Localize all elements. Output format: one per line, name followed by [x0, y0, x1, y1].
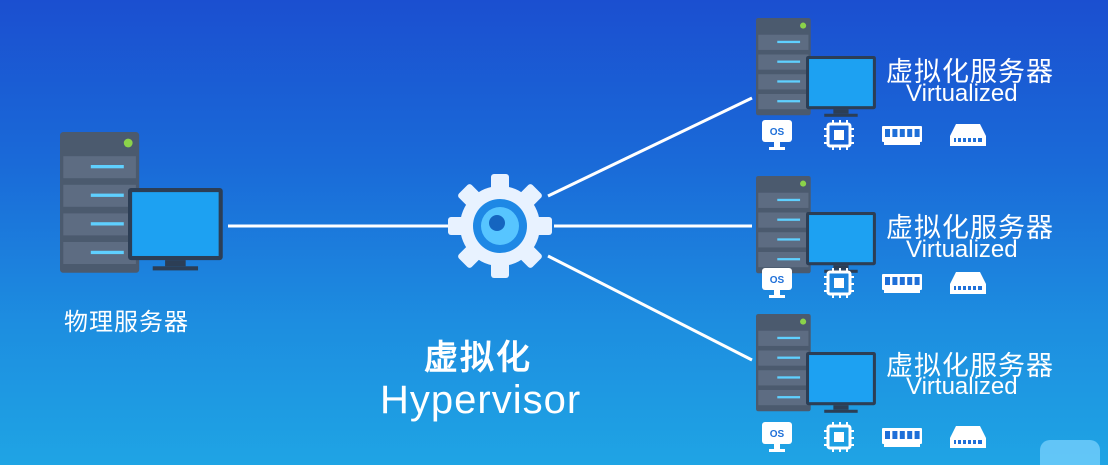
os-icon: OS — [762, 268, 792, 298]
os-badge-text: OS — [770, 275, 785, 286]
virtual-server-title: 虚拟化服务器 — [886, 351, 1054, 382]
virtual-server-icon — [756, 176, 876, 274]
storage-drive-icon — [950, 426, 986, 448]
virtual-server-title: 虚拟化服务器 — [886, 213, 1054, 244]
resource-icon-row: OS — [762, 422, 986, 452]
corner-logo-icon — [1040, 440, 1100, 465]
resource-icon-row: OS — [762, 268, 986, 298]
hypervisor-title: 虚拟化 — [424, 338, 532, 378]
hypervisor-subtitle: Hypervisor — [380, 378, 582, 422]
virtual-server-icon — [756, 314, 876, 413]
virtual-server-subtitle: Virtualized — [906, 80, 1018, 107]
storage-drive-icon — [950, 272, 986, 294]
storage-drive-icon — [950, 124, 986, 146]
os-badge-text: OS — [770, 127, 785, 138]
os-icon: OS — [762, 422, 792, 452]
memory-icon — [882, 126, 922, 145]
os-icon: OS — [762, 120, 792, 150]
physical-server-icon — [60, 132, 223, 273]
cpu-chip-icon — [824, 268, 854, 298]
os-badge-text: OS — [770, 429, 785, 440]
memory-icon — [882, 274, 922, 293]
memory-icon — [882, 428, 922, 447]
virtual-server-icon — [756, 18, 876, 117]
gear-icon — [448, 174, 552, 278]
virtual-server-title: 虚拟化服务器 — [886, 57, 1054, 88]
physical-server-label: 物理服务器 — [64, 308, 189, 336]
resource-icon-row: OS — [762, 120, 986, 150]
virtual-server-subtitle: Virtualized — [906, 373, 1018, 400]
cpu-chip-icon — [824, 422, 854, 452]
cpu-chip-icon — [824, 120, 854, 150]
virtual-server-subtitle: Virtualized — [906, 236, 1018, 263]
